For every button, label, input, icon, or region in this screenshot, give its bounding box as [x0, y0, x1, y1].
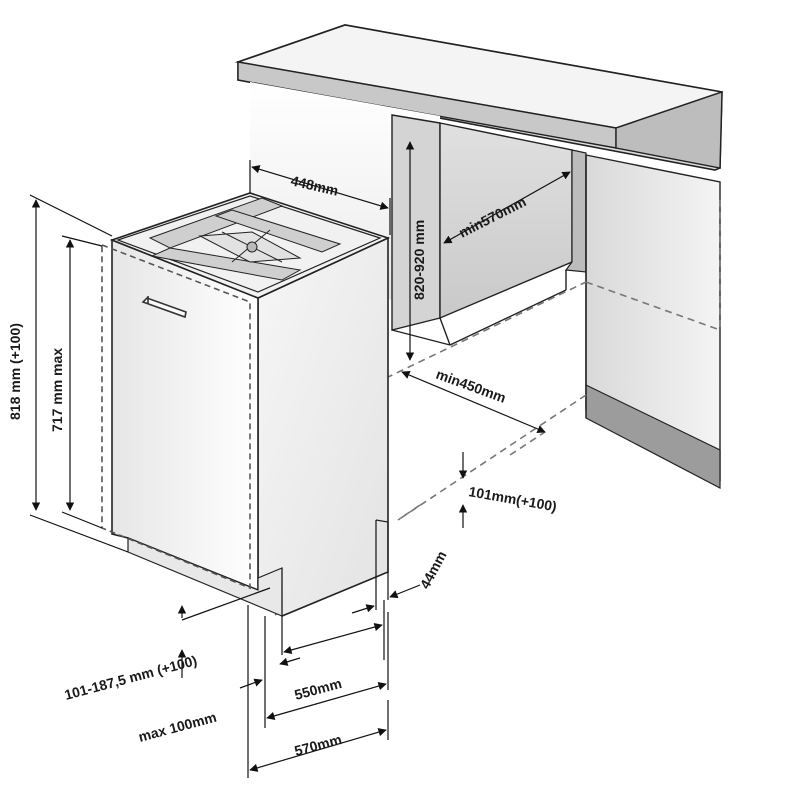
label-depth-570: 570mm [293, 731, 344, 759]
label-plinth-gap: 44mm [417, 548, 450, 591]
label-plinth-front: 101-187,5 mm (+100) [63, 652, 199, 703]
door-dashed-outline [101, 243, 251, 590]
dishwasher [101, 192, 391, 617]
label-plinth-right: 101mm(+100) [467, 483, 558, 514]
rear-plinth-notch [375, 519, 389, 572]
right-cabinet [585, 154, 721, 489]
door-handle [141, 296, 187, 319]
dimension-lines [29, 141, 571, 778]
label-door-height: 717 mm max [49, 348, 65, 432]
label-max-offset: max 100mm [137, 709, 219, 745]
spray-arm [198, 229, 302, 263]
label-overall-height: 818 mm (+100) [7, 323, 23, 420]
label-niche-width: min450mm [434, 366, 508, 406]
label-cabinet-height: 820-920 mm [411, 220, 427, 300]
kitchen-worktop [234, 24, 723, 171]
